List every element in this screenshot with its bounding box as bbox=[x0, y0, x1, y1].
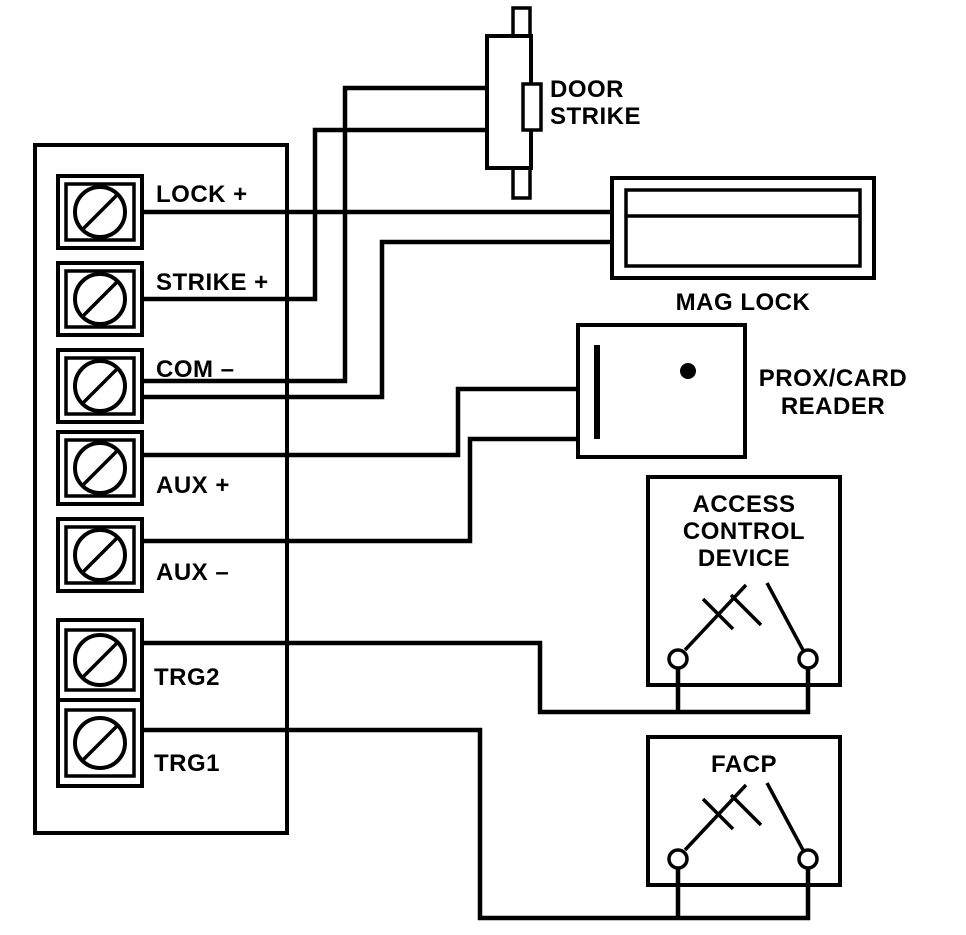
access-control-label-line3: DEVICE bbox=[698, 545, 790, 572]
facp-terminal-left bbox=[667, 848, 689, 870]
prox-card-reader-device bbox=[576, 323, 747, 459]
contact-slash-icon bbox=[729, 793, 763, 827]
wire-strike-to-doorstrike bbox=[142, 127, 487, 302]
terminal-label-trg2: TRG2 bbox=[154, 664, 220, 691]
access-control-terminal-left bbox=[667, 648, 689, 670]
contact-blade-icon bbox=[765, 582, 805, 651]
facp-terminal-right bbox=[797, 848, 819, 870]
contact-blade-icon bbox=[683, 783, 748, 852]
wires bbox=[142, 85, 811, 921]
contact-blade-icon bbox=[683, 583, 748, 652]
access-control-label-line2: CONTROL bbox=[683, 518, 805, 545]
control-panel bbox=[33, 143, 289, 835]
access-control-terminal-right bbox=[797, 648, 819, 670]
terminal-label-com-minus: COM – bbox=[156, 356, 235, 383]
reader-body bbox=[576, 323, 747, 459]
contact-slash-icon bbox=[701, 597, 735, 631]
terminal-label-trg1: TRG1 bbox=[154, 750, 220, 777]
door-strike-device bbox=[485, 6, 543, 200]
mag-lock-label: MAG LOCK bbox=[676, 289, 811, 316]
wire-auxminus-to-reader bbox=[142, 436, 578, 544]
facp-label: FACP bbox=[711, 751, 777, 778]
contact-slash-icon bbox=[729, 593, 763, 627]
terminal-aux-plus bbox=[56, 430, 144, 506]
mag-lock-device bbox=[610, 176, 876, 280]
screw-slot-icon bbox=[80, 535, 120, 575]
door-strike-label-line1: DOOR bbox=[550, 76, 624, 103]
terminal-lock-plus bbox=[56, 174, 144, 250]
screw-slot-icon bbox=[80, 366, 120, 406]
contact-terminals bbox=[667, 648, 819, 870]
contact-blade-icon bbox=[765, 782, 805, 851]
prox-reader-label-line2: READER bbox=[781, 393, 885, 420]
wire-auxplus-to-reader bbox=[142, 386, 578, 458]
wire-trg1-to-facp bbox=[142, 727, 811, 921]
screw-slot-icon bbox=[80, 192, 120, 232]
terminal-trg1 bbox=[56, 698, 144, 788]
terminal-label-aux-plus: AUX + bbox=[156, 472, 230, 499]
wire-com-to-doorstrike bbox=[142, 85, 487, 384]
door-strike-label-line2: STRIKE bbox=[550, 103, 641, 130]
wire-trg2-to-access-control bbox=[142, 640, 811, 715]
screw-slot-icon bbox=[80, 448, 120, 488]
terminal-label-aux-minus: AUX – bbox=[156, 559, 229, 586]
labels: LOCK + STRIKE + COM – AUX + AUX – TRG2 T… bbox=[154, 76, 907, 778]
mag-lock-plate bbox=[624, 188, 862, 268]
terminal-com-minus bbox=[56, 348, 144, 424]
terminal-label-lock-plus: LOCK + bbox=[156, 181, 248, 208]
screw-slot-icon bbox=[80, 640, 120, 680]
door-strike-latch bbox=[521, 82, 543, 132]
reader-led-icon bbox=[680, 363, 696, 379]
access-control-label-line1: ACCESS bbox=[692, 491, 795, 518]
screw-slot-icon bbox=[80, 723, 120, 763]
wire-com-to-maglock bbox=[142, 239, 612, 400]
terminal-trg2 bbox=[56, 618, 144, 702]
contact-slash-icon bbox=[701, 797, 735, 831]
terminal-strike-plus bbox=[56, 261, 144, 337]
terminal-aux-minus bbox=[56, 517, 144, 593]
terminal-label-strike-plus: STRIKE + bbox=[156, 269, 269, 296]
screw-slot-icon bbox=[80, 279, 120, 319]
prox-reader-label-line1: PROX/CARD bbox=[759, 365, 908, 392]
